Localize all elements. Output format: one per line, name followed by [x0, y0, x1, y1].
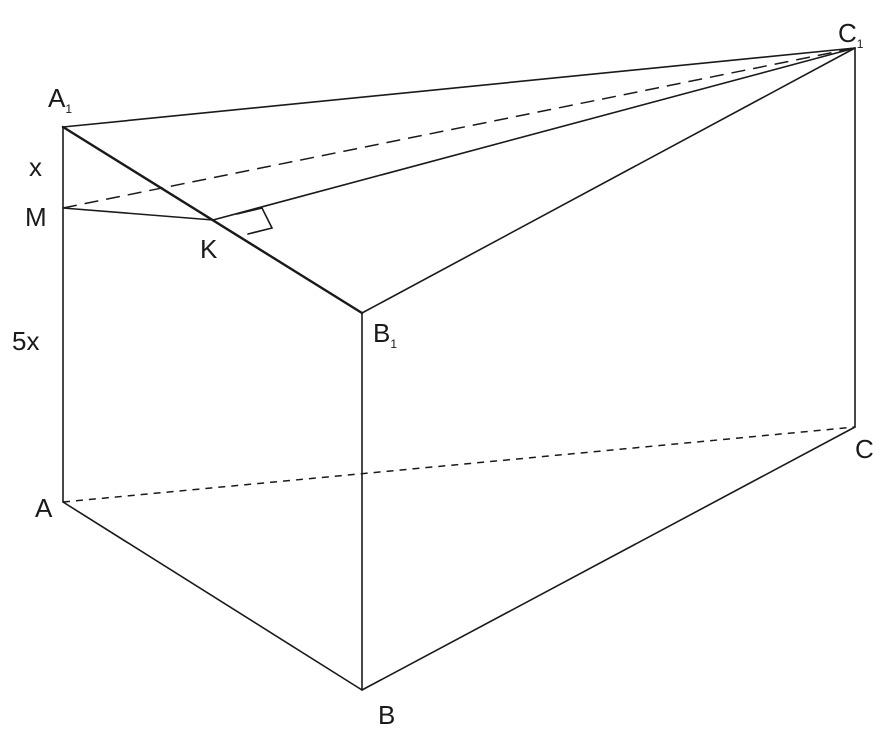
vertex-label-k: K [200, 234, 218, 264]
hidden-edge-a-c [62, 426, 856, 503]
edge-a-b [62, 501, 363, 691]
vertex-label-b1: B1 [373, 318, 397, 351]
segment-label-a1m: x [29, 152, 42, 182]
vertex-label-a1: A1 [48, 83, 72, 116]
vertex-label-b: B [378, 700, 395, 730]
segment-k-c1 [212, 47, 856, 221]
vertex-label-m: M [25, 202, 47, 232]
edge-b1-c1 [361, 47, 856, 314]
vertex-label-c1: C1 [838, 18, 864, 51]
segment-label-ma: 5x [12, 326, 39, 356]
hidden-segment-m-c1 [62, 47, 856, 209]
segment-m-k [62, 207, 214, 221]
vertex-label-a: A [35, 493, 53, 523]
vertex-label-c: C [855, 434, 874, 464]
right-angle-mark [236, 207, 274, 235]
edge-a1-c1 [62, 47, 856, 128]
edge-b-c [361, 426, 856, 691]
